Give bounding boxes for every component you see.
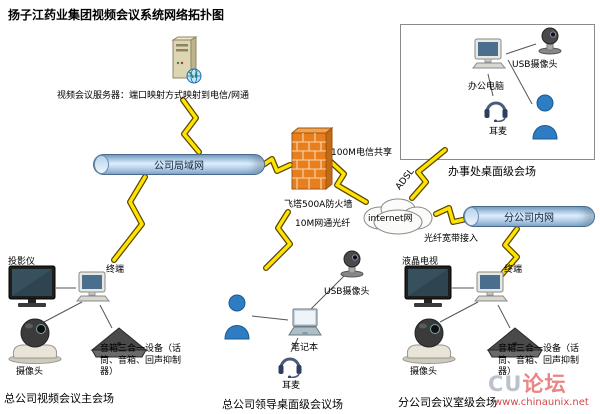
branch-lan-cylinder: 分公司内网 [463, 206, 595, 227]
branch-ptz-camera-icon [402, 316, 456, 364]
branch-audio-device-label: 音箱三合一设备（话筒、音箱、回声抑制器） [498, 344, 580, 378]
branch-tv-icon [404, 265, 452, 309]
branch-terminal-label: 终端 [504, 265, 523, 275]
leader-usb-camera-label: USB摄像头 [324, 287, 370, 297]
leader-person-icon [222, 294, 252, 340]
branch-audio-device-icon [486, 326, 544, 360]
hq-terminal-label: 终端 [106, 265, 125, 275]
firewall-icon [287, 126, 334, 194]
office-headset-label: 耳麦 [489, 127, 508, 137]
branch-site-caption: 分公司会议室级会场 [398, 396, 497, 409]
branch-lan-label: 分公司内网 [504, 213, 554, 224]
internet-cloud [356, 196, 440, 238]
branch-tv-label: 液晶电视 [402, 257, 439, 267]
connector-lines [43, 43, 537, 353]
laptop-icon [286, 308, 324, 338]
laptop-label: 笔记本 [291, 343, 319, 353]
office-usb-camera-icon [536, 27, 564, 55]
fiber-access-label: 光纤宽带接入 [424, 234, 479, 244]
hq-tv-icon [8, 265, 56, 309]
hq-audio-device-icon [90, 326, 148, 360]
office-pc-icon [471, 38, 508, 72]
hq-camera-label: 摄像头 [16, 367, 44, 377]
leader-usb-camera-icon [338, 250, 366, 278]
office-usb-camera-label: USB摄像头 [512, 60, 558, 70]
branch-camera-label: 摄像头 [410, 367, 438, 377]
projector-label: 投影仪 [8, 257, 36, 267]
page-title: 扬子江药业集团视频会议系统网络拓扑图 [8, 8, 225, 22]
watermark-cu: CU [488, 372, 523, 396]
hq-audio-device-label: 音箱三合一设备（话筒、音箱、回声抑制器） [100, 344, 182, 378]
hq-main-site-caption: 总公司视频会议主会场 [4, 392, 114, 405]
leader-headset-label: 耳麦 [282, 381, 301, 391]
lightning-bolts [111, 97, 520, 283]
watermark-forum: 论坛 [522, 372, 567, 396]
internet-label: internet网 [368, 214, 413, 224]
branch-terminal-icon [473, 271, 510, 305]
hq-ptz-camera-icon [8, 316, 62, 364]
office-pc-label: 办公电脑 [468, 82, 505, 92]
lan-label: 公司局域网 [154, 161, 204, 172]
hq-leader-site-caption: 总公司领导桌面级会议场 [222, 398, 343, 411]
firewall-label: 飞塔500A防火墙 [284, 200, 353, 210]
server-icon [168, 36, 202, 84]
watermark-logo: CU论坛 [488, 368, 566, 398]
office-person-icon [530, 94, 560, 140]
watermark-url: www.chinaunix.net [494, 397, 589, 408]
telecom-link-label: 100M电信共享 [331, 148, 392, 158]
lan-cylinder: 公司局域网 [93, 154, 265, 175]
hq-terminal-icon [75, 271, 112, 305]
office-site-caption: 办事处桌面级会场 [448, 165, 536, 178]
leader-headset-icon [276, 352, 304, 379]
office-headset-icon [482, 96, 510, 123]
netcom-link-label: 10M网通光纤 [295, 219, 351, 229]
server-label: 视频会议服务器：端口映射方式映射到电信/网通 [57, 91, 250, 101]
